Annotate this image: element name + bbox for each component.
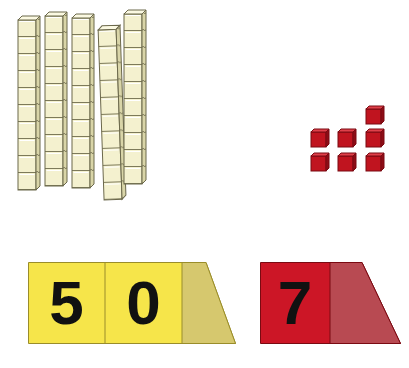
card-divider [105,262,106,344]
unit-cubes [311,106,384,171]
unit-cube [338,153,356,171]
unit-cube [366,153,384,171]
tens-arrow-card: 50 [28,262,236,344]
ten-rod [72,14,94,188]
ten-rod [98,25,126,200]
card-tab [330,263,401,344]
ten-rod [45,12,67,186]
unit-cube [338,129,356,147]
ten-rods [18,10,146,200]
unit-cube [366,106,384,124]
place-value-digit: 5 [28,262,105,344]
card-face [261,263,401,344]
card-tab [182,263,236,344]
unit-cube [311,129,329,147]
unit-cube [311,153,329,171]
ones-arrow-card: 7 [260,262,401,344]
place-value-digit: 7 [260,262,330,344]
ten-rod [18,16,40,190]
unit-cube [366,129,384,147]
card-face [29,263,236,344]
place-value-digit: 0 [105,262,182,344]
ten-rod [124,10,146,184]
